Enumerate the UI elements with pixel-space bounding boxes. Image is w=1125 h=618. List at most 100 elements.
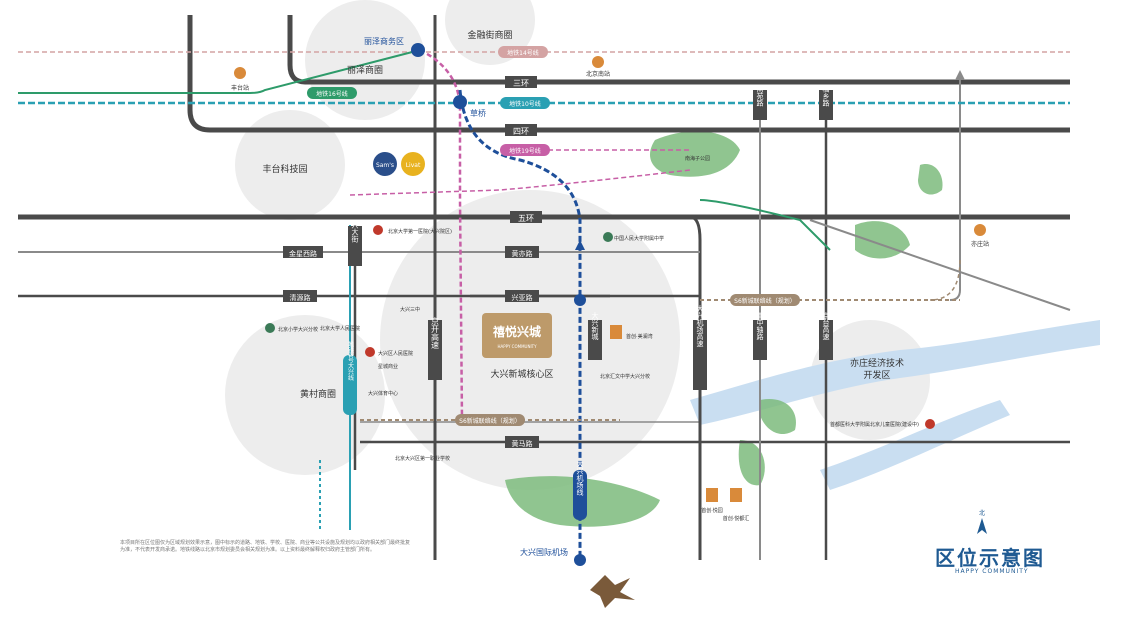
station-label-yizhuang: 亦庄站	[971, 240, 989, 248]
area-yizhuang-1: 亦庄经济技术	[850, 357, 904, 369]
metro-tag-16: 地铁16号线	[316, 90, 348, 98]
label-jinxing: 金星西路	[289, 249, 317, 258]
poi-huiwen: 北京汇文中学大兴分校	[600, 373, 650, 380]
daxing-airport-line	[458, 89, 582, 560]
station-label-caoqiao: 草桥	[470, 108, 486, 118]
station-label-airport: 大兴国际机场	[520, 547, 568, 557]
label-xingda: 兴大街	[351, 221, 359, 244]
pink-link	[349, 169, 691, 196]
area-lize: 丽泽商圈	[347, 64, 383, 76]
fengtai-halo	[235, 110, 345, 220]
metro-tag-19: 地铁19号线	[509, 147, 541, 155]
poi-meilanwan: 首创·美澜湾	[626, 333, 653, 340]
station-xihongmen	[574, 294, 586, 306]
arrow-up	[955, 70, 965, 80]
pois: Sam's Livat 北京大学第一医院(大兴院区) 中国人民大学附属中学 北京…	[265, 152, 935, 522]
shoudu-ring	[949, 75, 961, 301]
green-park-2	[855, 221, 910, 259]
label-nanzhong: 南中轴路	[756, 311, 764, 341]
poi-yueyuan: 首创·悦园	[701, 507, 723, 514]
hospital-icon-3	[925, 419, 935, 429]
label-sanhuan: 三环	[513, 79, 529, 88]
metro-tag-4: 地铁4号大兴线	[347, 340, 354, 381]
road-tags: 三环 四环 五环 金星西路 清源路 黄亦路 兴亚路 黄马路	[283, 76, 542, 448]
poi-school-2: 北京小学大兴分校	[278, 326, 318, 333]
station-airport	[574, 554, 586, 566]
metro-tag-s6: S6新城联络线（规划）	[459, 417, 521, 425]
huangcun-halo	[225, 315, 385, 475]
poi-sports: 大兴体育中心	[368, 390, 398, 397]
station-lize	[411, 43, 425, 57]
label-wuhuan: 五环	[518, 214, 534, 223]
area-yizhuang-2: 开发区	[863, 369, 890, 381]
metro-line-16	[18, 49, 421, 94]
sams-logo	[373, 152, 397, 176]
north-indicator: 北	[970, 508, 994, 539]
area-jinrong: 金融街商圈	[467, 29, 512, 41]
map-subtitle: HAPPY COMMUNITY	[955, 568, 1029, 575]
s6-east-end	[929, 259, 961, 301]
label-xingya: 兴亚路	[512, 293, 533, 302]
green-park-5	[760, 399, 796, 435]
hospital-icon-2	[365, 347, 375, 357]
green-park-1	[650, 131, 740, 177]
shouchuang-icon-2	[706, 488, 718, 502]
poi-yueduhui: 首创·悦都汇	[723, 515, 750, 522]
poi-hospital-1: 北京大学第一医院(大兴院区)	[388, 228, 452, 235]
label-qingyuan: 清源路	[290, 293, 311, 302]
livat-logo	[401, 152, 425, 176]
shouchuang-icon-3	[730, 488, 742, 502]
vertical-road-tags: 京开高速 兴大街 大兴机场高速 南中轴路 京台高速 南苑路 榴乡路 大兴新城	[348, 85, 833, 390]
disclaimer: 本项目所在区位图仅为区域规划效果示意，图中标示的道路、地铁、学校、医院、商业等公…	[120, 540, 411, 553]
map-title: 区位示意图	[935, 546, 1045, 570]
metro-line-19	[419, 48, 464, 421]
poi-vocational: 北京大兴区第一职业学校	[395, 455, 450, 462]
poi-sanzhong: 大兴三中	[400, 306, 420, 313]
livat-label: Livat	[406, 162, 421, 169]
project-block	[482, 313, 552, 358]
poi-renmin: 北京大学人民医院	[320, 325, 360, 332]
station-label-fengtai: 丰台站	[231, 84, 249, 92]
arrow-airport-up	[575, 240, 585, 250]
poi-xingcheng: 星城商业	[378, 363, 398, 370]
poi-hospital-2: 大兴区人民医院	[378, 350, 413, 357]
river-2	[820, 400, 1010, 490]
station-caoqiao	[453, 95, 467, 109]
area-huangcun: 黄村商圈	[300, 388, 336, 400]
poi-nanhaizi: 南海子公园	[685, 155, 710, 162]
yizhuang-line	[699, 199, 831, 251]
station-label-bjsouth: 北京南站	[586, 70, 610, 78]
stations: 丽泽商务区 草桥 大兴国际机场 丰台站 北京南站 亦庄站	[231, 36, 989, 566]
label-daxingxincheng: 大兴新城	[591, 311, 599, 341]
metro-tags: 地铁14号线 地铁16号线 地铁10号线 地铁19号线 S6新城联络线（规划） …	[307, 46, 800, 520]
label-jichanggaosu: 大兴机场高速	[696, 304, 704, 348]
fourth-ring-road	[187, 15, 1070, 133]
label-liangxiang: 榴乡路	[822, 85, 830, 108]
label-nanyuan: 南苑路	[756, 85, 764, 108]
metro-tag-airport: 大兴机场线	[576, 460, 584, 496]
diagonal-road	[809, 219, 1071, 311]
station-label-lize: 丽泽商务区	[364, 36, 404, 46]
label-sihuan: 四环	[513, 127, 529, 136]
green-park-3	[918, 164, 943, 195]
north-label: 北	[978, 510, 985, 517]
poi-school-1: 中国人民大学附属中学	[614, 235, 664, 242]
school-icon	[603, 232, 613, 242]
project-sub: HAPPY COMMUNITY	[497, 344, 537, 349]
shouchuang-icon	[610, 325, 622, 339]
sams-label: Sam's	[376, 162, 394, 169]
label-jingtai: 京台高速	[822, 311, 830, 341]
station-beijing-south	[592, 56, 604, 68]
airport-expressway	[689, 215, 702, 560]
metro-tag-14: 地铁14号线	[507, 49, 539, 57]
metro-tag-s6b: S6新城联络线（规划）	[734, 297, 796, 305]
green-park-6	[738, 440, 765, 486]
metro-tag-10: 地铁10号线	[509, 100, 541, 108]
poi-childrens: 首都医科大学附属北京儿童医院(建设中)	[830, 421, 919, 428]
area-fengtai: 丰台科技园	[262, 163, 307, 175]
station-yizhuang	[974, 224, 986, 236]
airport-shape	[590, 575, 635, 608]
area-core: 大兴新城核心区	[490, 368, 553, 380]
river	[690, 320, 1100, 425]
